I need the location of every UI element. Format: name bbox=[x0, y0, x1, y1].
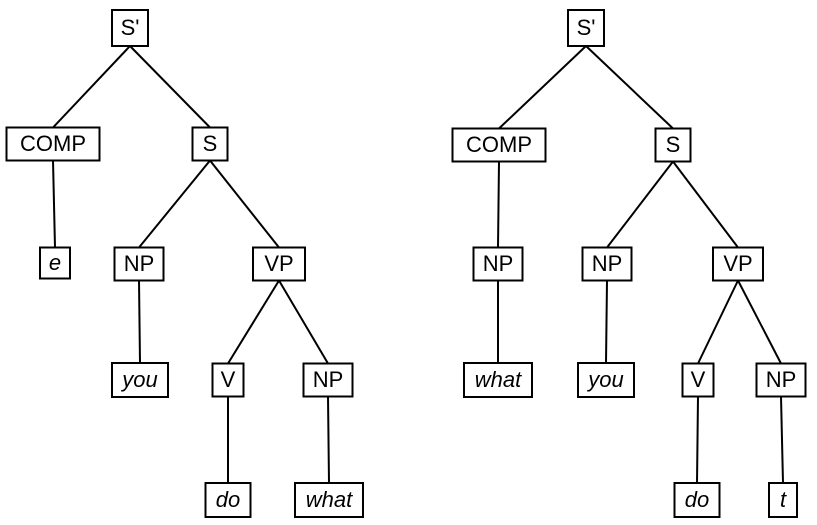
tree-node-you[interactable]: you bbox=[111, 362, 169, 398]
surface-structure-tree-nodes: S' COMP S NP NP VP what you V NP do t bbox=[451, 9, 807, 518]
tree-edge bbox=[278, 279, 329, 365]
node-label: V bbox=[221, 367, 236, 392]
tree-edge bbox=[498, 45, 587, 130]
node-box bbox=[768, 482, 798, 518]
tree-edge bbox=[227, 279, 280, 365]
tree-node-vp[interactable]: VP bbox=[712, 246, 764, 282]
node-box bbox=[302, 362, 354, 398]
node-label: NP bbox=[483, 251, 514, 276]
node-box bbox=[5, 126, 101, 162]
tree-edge bbox=[606, 160, 674, 249]
surface-structure-tree-edges bbox=[497, 45, 784, 484]
node-label: NP bbox=[766, 367, 797, 392]
tree-edge bbox=[585, 45, 674, 130]
tree-edge bbox=[138, 159, 211, 249]
tree-edge bbox=[52, 160, 56, 248]
tree-node-vp[interactable]: VP bbox=[252, 246, 306, 282]
node-label: NP bbox=[313, 367, 344, 392]
tree-edge bbox=[209, 159, 280, 249]
node-box bbox=[39, 246, 71, 280]
tree-edge bbox=[672, 160, 739, 249]
node-box bbox=[294, 482, 364, 518]
node-box bbox=[451, 127, 547, 163]
node-label: COMP bbox=[20, 131, 86, 156]
node-box bbox=[204, 482, 252, 518]
tree-edge bbox=[497, 161, 500, 248]
tree-edge bbox=[696, 396, 699, 484]
tree-node-np[interactable]: NP bbox=[755, 362, 807, 398]
node-box bbox=[712, 246, 764, 282]
node-box bbox=[463, 362, 533, 398]
tree-node-do[interactable]: do bbox=[673, 482, 721, 518]
node-label: VP bbox=[723, 251, 752, 276]
node-box bbox=[472, 246, 524, 282]
tree-edge bbox=[129, 45, 211, 129]
tree-node-np[interactable]: NP bbox=[302, 362, 354, 398]
tree-edge bbox=[737, 280, 782, 364]
tree-node-e[interactable]: e bbox=[39, 246, 71, 280]
node-label: S bbox=[666, 132, 681, 157]
node-box bbox=[252, 246, 306, 282]
tree-node-np[interactable]: NP bbox=[113, 246, 165, 282]
tree-edge bbox=[605, 280, 608, 364]
node-box bbox=[755, 362, 807, 398]
edges-layer bbox=[52, 45, 784, 484]
tree-edge bbox=[327, 396, 330, 484]
tree-node-v[interactable]: V bbox=[681, 362, 715, 398]
node-label: do bbox=[685, 487, 709, 512]
node-box bbox=[577, 362, 635, 398]
node-box bbox=[111, 362, 169, 398]
tree-edge bbox=[138, 280, 141, 364]
node-label: S' bbox=[577, 15, 596, 40]
node-label: you bbox=[120, 367, 157, 392]
node-box bbox=[567, 9, 605, 47]
tree-edge bbox=[697, 280, 739, 364]
node-label: you bbox=[586, 367, 623, 392]
node-label: what bbox=[306, 487, 353, 512]
node-label: VP bbox=[264, 251, 293, 276]
node-box bbox=[581, 246, 633, 282]
node-box bbox=[113, 246, 165, 282]
node-label: V bbox=[691, 367, 706, 392]
node-label: NP bbox=[124, 251, 155, 276]
node-box bbox=[654, 127, 692, 163]
tree-node-comp[interactable]: COMP bbox=[5, 126, 101, 162]
tree-edge bbox=[52, 45, 131, 129]
deep-structure-tree-edges bbox=[52, 45, 330, 484]
node-box bbox=[111, 9, 149, 47]
tree-node-t[interactable]: t bbox=[768, 482, 798, 518]
tree-edge bbox=[780, 396, 784, 484]
tree-node-do[interactable]: do bbox=[204, 482, 252, 518]
tree-node-s[interactable]: S bbox=[654, 127, 692, 163]
node-label: what bbox=[475, 367, 522, 392]
tree-node-np[interactable]: NP bbox=[581, 246, 633, 282]
node-box bbox=[191, 126, 229, 162]
tree-node-s[interactable]: S bbox=[191, 126, 229, 162]
node-box bbox=[211, 362, 245, 398]
tree-node-you[interactable]: you bbox=[577, 362, 635, 398]
node-label: S' bbox=[121, 15, 140, 40]
tree-node-comp[interactable]: COMP bbox=[451, 127, 547, 163]
tree-node-sbar[interactable]: S' bbox=[111, 9, 149, 47]
node-label: e bbox=[49, 250, 61, 275]
tree-node-v[interactable]: V bbox=[211, 362, 245, 398]
tree-node-sbar[interactable]: S' bbox=[567, 9, 605, 47]
node-label: COMP bbox=[466, 132, 532, 157]
node-box bbox=[681, 362, 715, 398]
node-box bbox=[673, 482, 721, 518]
node-label: S bbox=[203, 131, 218, 156]
node-label: NP bbox=[592, 251, 623, 276]
tree-node-what[interactable]: what bbox=[294, 482, 364, 518]
node-label: t bbox=[780, 487, 787, 512]
tree-node-what[interactable]: what bbox=[463, 362, 533, 398]
tree-node-np[interactable]: NP bbox=[472, 246, 524, 282]
node-label: do bbox=[216, 487, 240, 512]
